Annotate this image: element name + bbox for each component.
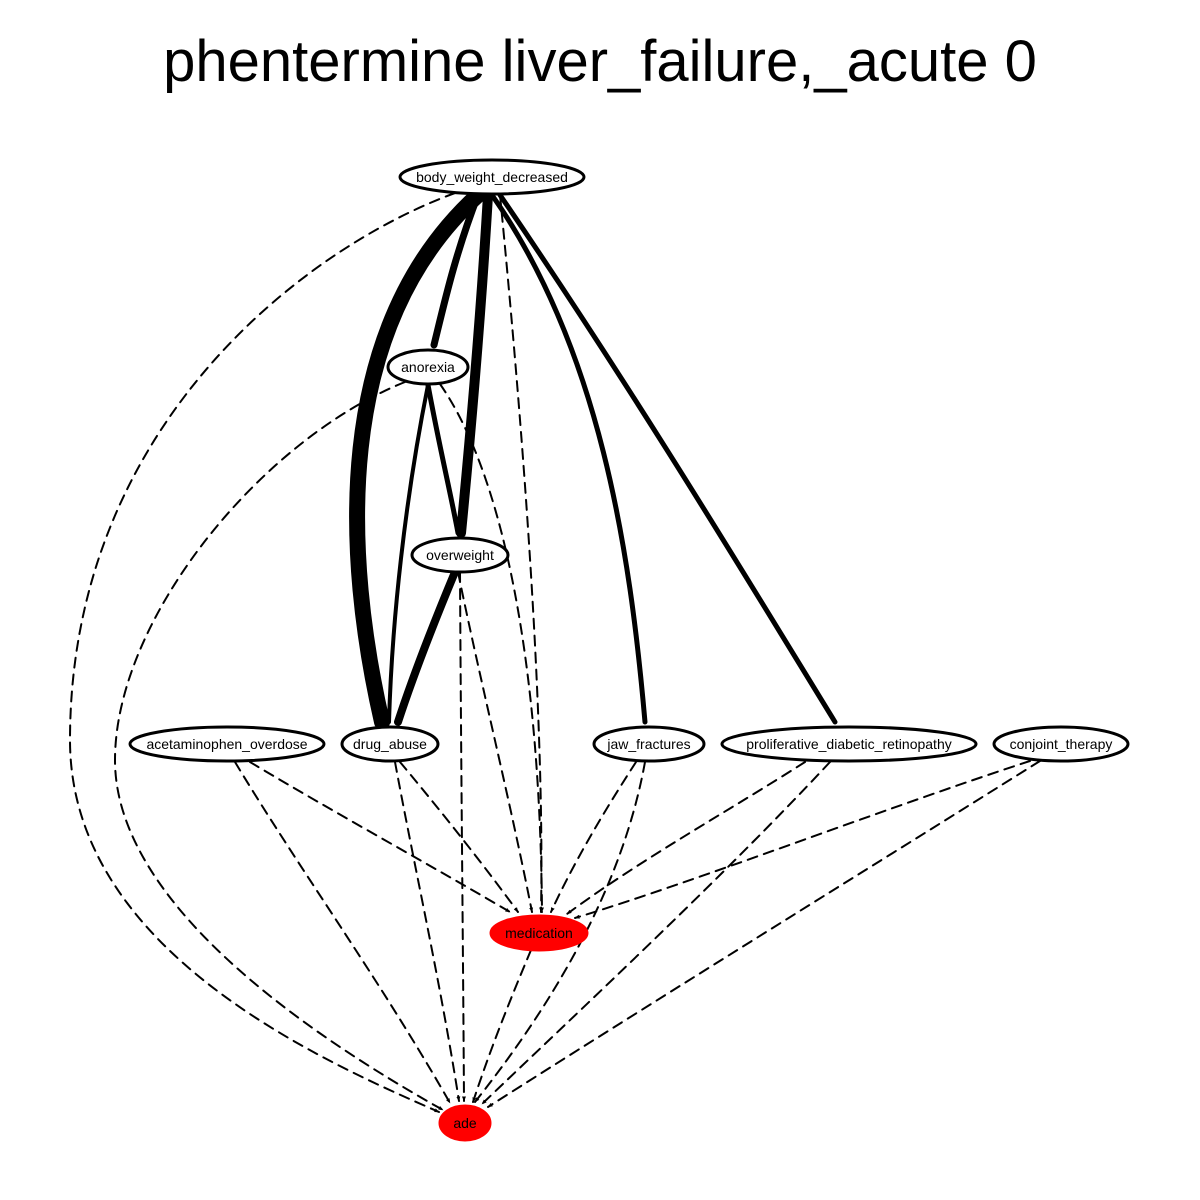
node-label-drug_abuse: drug_abuse [353, 736, 427, 752]
node-label-anorexia: anorexia [401, 359, 455, 375]
edge-conjoint_therapy-to-ade [487, 760, 1041, 1108]
node-shape-body_weight_decreased [398, 158, 586, 196]
edge-jaw_fractures-to-medication [550, 761, 637, 913]
edge-body_weight_decreased-to-jaw_fractures [489, 192, 648, 725]
edge-proliferative_diabetic_retinopathy-to-ade [481, 761, 831, 1105]
edge-medication-to-ade [472, 949, 532, 1103]
edge-drug_abuse-to-ade [394, 761, 461, 1102]
node-label-ade: ade [453, 1115, 477, 1131]
edge-body_weight_decreased-to-ade [68, 192, 456, 1113]
edge-body_weight_decreased-to-proliferative_diabetic_retinopathy [497, 192, 838, 725]
node-acetaminophen_overdose: acetaminophen_overdose [128, 725, 326, 763]
edges-layer [68, 187, 1041, 1113]
node-label-overweight: overweight [426, 547, 494, 563]
node-proliferative_diabetic_retinopathy: proliferative_diabetic_retinopathy [720, 725, 978, 763]
edge-anorexia-to-overweight [425, 382, 461, 536]
node-shape-overweight [410, 536, 510, 574]
edge-acetaminophen_overdose-to-ade [234, 761, 451, 1104]
node-shape-medication [489, 914, 589, 952]
edge-body_weight_decreased-to-medication [499, 194, 544, 913]
node-shape-jaw_fractures [592, 725, 706, 763]
node-conjoint_therapy: conjoint_therapy [992, 725, 1130, 763]
edge-anorexia-to-drug_abuse [387, 383, 430, 724]
edge-body_weight_decreased-to-drug_abuse [349, 187, 486, 730]
edge-body_weight_decreased-to-overweight [456, 190, 493, 538]
node-body_weight_decreased: body_weight_decreased [398, 158, 586, 196]
node-drug_abuse: drug_abuse [340, 725, 440, 763]
node-label-body_weight_decreased: body_weight_decreased [416, 169, 568, 185]
edge-overweight-to-medication [457, 571, 534, 913]
node-shape-acetaminophen_overdose [128, 725, 326, 763]
node-label-medication: medication [505, 925, 573, 941]
edge-conjoint_therapy-to-medication [574, 760, 1031, 919]
node-ade: ade [438, 1104, 492, 1142]
node-label-jaw_fractures: jaw_fractures [606, 736, 690, 752]
nodes-layer: body_weight_decreased anorexia overweight a… [128, 158, 1130, 1142]
node-shape-drug_abuse [340, 725, 440, 763]
node-anorexia: anorexia [386, 348, 470, 386]
node-jaw_fractures: jaw_fractures [592, 725, 706, 763]
edge-proliferative_diabetic_retinopathy-to-medication [566, 761, 806, 915]
node-label-acetaminophen_overdose: acetaminophen_overdose [146, 736, 307, 752]
graph-title: phentermine liver_failure,_acute 0 [163, 29, 1037, 94]
node-shape-ade [438, 1104, 492, 1142]
edge-jaw_fractures-to-ade [474, 761, 646, 1103]
node-shape-proliferative_diabetic_retinopathy [720, 725, 978, 763]
edge-acetaminophen_overdose-to-medication [249, 761, 511, 913]
edge-overweight-to-ade [459, 571, 466, 1102]
node-shape-conjoint_therapy [992, 725, 1130, 763]
edge-overweight-to-drug_abuse [394, 568, 459, 726]
node-overweight: overweight [410, 536, 510, 574]
node-label-proliferative_diabetic_retinopathy: proliferative_diabetic_retinopathy [746, 736, 951, 752]
node-label-conjoint_therapy: conjoint_therapy [1010, 736, 1113, 752]
edge-anorexia-to-medication [439, 383, 544, 913]
edge-anorexia-to-ade [113, 381, 444, 1111]
edge-body_weight_decreased-to-anorexia [430, 191, 482, 349]
node-medication: medication [489, 914, 589, 952]
edge-drug_abuse-to-medication [399, 761, 519, 913]
node-shape-anorexia [386, 348, 470, 386]
